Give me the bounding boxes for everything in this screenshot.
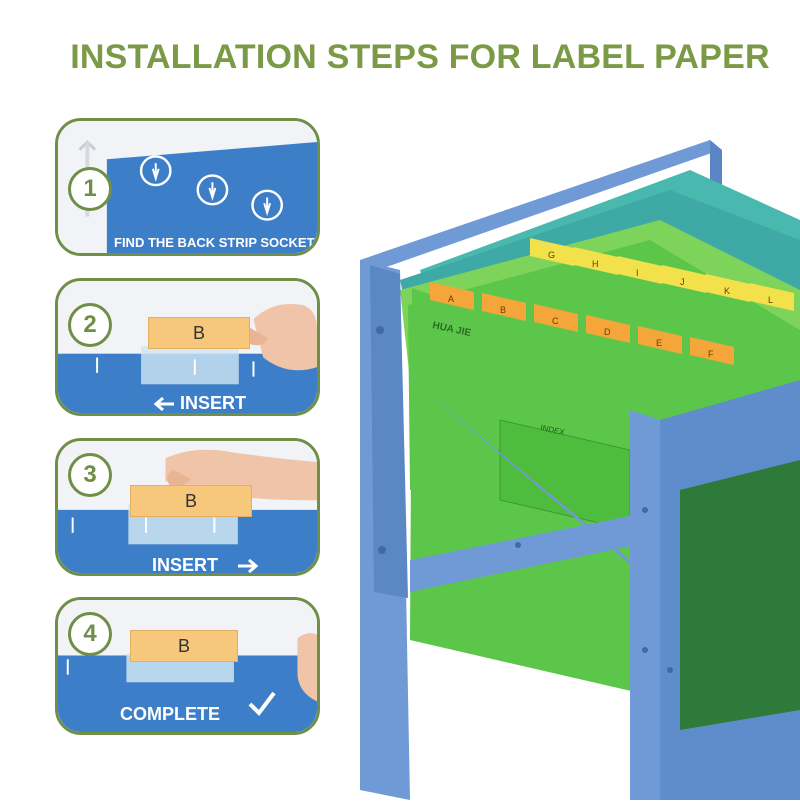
- back-tab-j: [662, 265, 706, 293]
- step-1-illustration: [58, 121, 317, 253]
- back-tab-k: [706, 274, 750, 302]
- step-1-caption: FIND THE BACK STRIP SOCKET: [114, 235, 315, 250]
- step-3-panel: B 3 INSERT: [55, 438, 320, 576]
- front-tabs-group: A B C D E F: [430, 282, 734, 365]
- back-tabs-group: G H I J K L: [530, 238, 794, 311]
- step-1-number: 1: [68, 167, 112, 211]
- back-tab-label-i: I: [636, 268, 639, 278]
- step-3-caption: INSERT: [152, 555, 219, 575]
- step-4-number: 4: [68, 612, 112, 656]
- step-2-label-b: B: [148, 317, 250, 349]
- front-tab-f: [690, 337, 734, 365]
- front-tab-d: [586, 315, 630, 343]
- front-tab-label-a: A: [448, 294, 454, 304]
- arrow-left-icon: [153, 397, 174, 411]
- step-2-number: 2: [68, 303, 112, 347]
- step-3-label-b: B: [130, 485, 252, 517]
- page-title: INSTALLATION STEPS FOR LABEL PAPER: [70, 38, 770, 76]
- front-tab-e: [638, 326, 682, 354]
- step-2-panel: B 2 INSERT: [55, 278, 320, 416]
- back-tab-l: [750, 283, 794, 311]
- back-tab-label-j: J: [680, 277, 685, 287]
- front-tab-label-d: D: [604, 327, 611, 337]
- back-tab-g: [530, 238, 574, 266]
- step-1-panel: 1 FIND THE BACK STRIP SOCKET: [55, 118, 320, 256]
- back-tab-i: [618, 256, 662, 284]
- back-tab-label-g: G: [548, 250, 555, 260]
- front-tab-c: [534, 304, 578, 332]
- step-4-caption: COMPLETE: [120, 704, 221, 724]
- back-tab-label-l: L: [768, 295, 773, 305]
- back-tab-h: [574, 247, 618, 275]
- step-2-caption: INSERT: [180, 393, 247, 413]
- checkmark-icon: [248, 691, 276, 717]
- front-tab-label-f: F: [708, 349, 714, 359]
- arrow-right-icon: [238, 559, 259, 573]
- back-tab-label-h: H: [592, 259, 599, 269]
- step-4-panel: B 4 COMPLETE: [55, 597, 320, 735]
- front-tab-b: [482, 293, 526, 321]
- back-tab-label-k: K: [724, 286, 730, 296]
- step-3-number: 3: [68, 453, 112, 497]
- front-tab-label-c: C: [552, 316, 559, 326]
- front-tab-label-e: E: [656, 338, 662, 348]
- front-tab-label-b: B: [500, 305, 506, 315]
- front-tab-a: [430, 282, 474, 310]
- step-4-label-b: B: [130, 630, 238, 662]
